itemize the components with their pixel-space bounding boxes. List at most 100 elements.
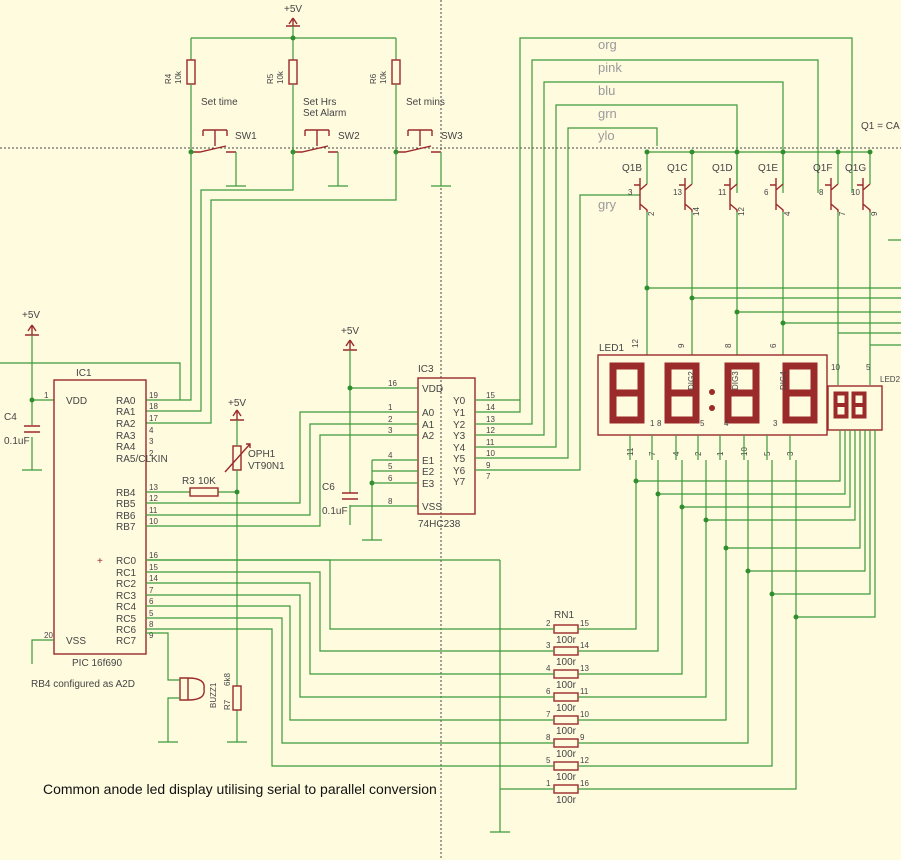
ic1-pin-name: RC6 <box>116 625 136 636</box>
r3-value: 10K <box>198 476 216 487</box>
rn-left-pin: 7 <box>546 710 551 719</box>
wire-label-gry: gry <box>598 197 617 212</box>
transistor-emit-pin: 4 <box>783 211 792 216</box>
wire-labels: org pink blu grn ylo gry Q1 = CA <box>598 37 900 212</box>
ic1-pin-num: 13 <box>149 483 158 492</box>
vcc-ic1-label: +5V <box>22 310 40 321</box>
transistor-symbol <box>825 178 839 212</box>
oph1-label: OPH1 <box>248 449 276 460</box>
led-segment <box>851 391 856 406</box>
ic3-pin-num: 13 <box>486 415 495 424</box>
led1-label: LED1 <box>599 343 624 354</box>
ic3-pin-name: E2 <box>422 467 435 478</box>
digit-buses <box>644 212 901 385</box>
rn-right-pin: 9 <box>580 733 585 742</box>
ic1-pins-right: RA019RA118RA217RA34RA43RA5/CLKIN2RB413RB… <box>116 391 168 647</box>
transistor-label: Q1F <box>813 163 832 174</box>
rn-value: 100r <box>556 795 577 806</box>
led1-inner-pin: 8 <box>657 419 662 428</box>
ic3-pin-name: Y3 <box>453 431 466 442</box>
rn-value: 100r <box>556 726 577 737</box>
buzz1-label: BUZZ1 <box>209 682 218 708</box>
ic1-pin-num: 15 <box>149 563 158 572</box>
ic1-pin-name: RA3 <box>116 431 136 442</box>
rn1-label: RN1 <box>554 610 574 621</box>
c4-label: C4 <box>4 412 17 423</box>
caption: Common anode led display utilising seria… <box>43 781 437 797</box>
ic3-section: +5V C6 0.1uF IC3 74HC238 VDD16A01A12A23E… <box>146 37 853 541</box>
wire-label-grn: grn <box>598 106 617 121</box>
r5-label: R5 <box>266 73 275 84</box>
ic1-pin-name: RA0 <box>116 396 136 407</box>
led1-inner-pin: 4 <box>724 419 729 428</box>
led1-top-pin: 9 <box>677 343 686 348</box>
transistor-symbol <box>679 178 693 212</box>
transistor-symbol <box>724 178 738 212</box>
ic3-pin-name: Y6 <box>453 466 466 477</box>
ic3-pin-name: A2 <box>422 431 435 442</box>
rn-right-pin: 11 <box>580 687 589 696</box>
ic3-pin-num: 14 <box>486 403 495 412</box>
led-segment <box>724 392 732 424</box>
rn-left-pin: 5 <box>546 756 551 765</box>
r4-value: 10k <box>174 70 183 84</box>
rn-resistor <box>553 784 579 794</box>
ic1-pin-num: 6 <box>149 597 154 606</box>
rn-value: 100r <box>556 703 577 714</box>
ic3-pin-num: 7 <box>486 472 491 481</box>
c6-label: C6 <box>322 482 335 493</box>
rn-left-pin: 1 <box>546 779 551 788</box>
led2-digits <box>833 391 867 419</box>
led1-top-pin: 8 <box>724 343 733 348</box>
rn-value: 100r <box>556 749 577 760</box>
q1-note: Q1 = CA <box>861 121 900 132</box>
rn-resistor <box>553 624 579 634</box>
rn-value: 100r <box>556 680 577 691</box>
ic1-section: +5V C4 0.1uF IC1 PIC 16f690 RB4 configur… <box>0 310 181 690</box>
ic1-pin-name: RC0 <box>116 556 136 567</box>
set-time-label: Set time <box>201 97 238 108</box>
wire-label-ylo: ylo <box>598 128 615 143</box>
transistor-label: Q1C <box>667 163 688 174</box>
transistor-symbol <box>634 178 648 212</box>
rn-resistor <box>553 738 579 748</box>
ic1-pin-num: 7 <box>149 586 154 595</box>
ic3-label: IC3 <box>418 364 434 375</box>
led-segment <box>752 392 760 424</box>
rn-resistor <box>553 692 579 702</box>
ic3-pin-num: 2 <box>388 415 393 424</box>
ic1-pin-num: 16 <box>149 551 158 560</box>
transistor-base-pin: 11 <box>718 188 727 197</box>
led-segment <box>862 391 867 406</box>
led-segment <box>862 404 867 419</box>
ic1-pin-name: RC7 <box>116 636 136 647</box>
transistor-emit-pin: 14 <box>692 207 701 216</box>
ic3-pin-name: VDD <box>422 384 443 395</box>
rn-resistor <box>553 715 579 725</box>
transistor-emit-pin: 12 <box>737 207 746 216</box>
rn-right-pin: 15 <box>580 619 589 628</box>
ic3-pin-num: 15 <box>486 391 495 400</box>
sw3-switch <box>396 129 451 187</box>
transistor-symbol <box>857 178 871 212</box>
transistor-label: Q1E <box>758 163 778 174</box>
transistor-emit-pin: 7 <box>838 211 847 216</box>
ic1-pin-name: RA1 <box>116 407 136 418</box>
ic3-pin-num: 1 <box>388 403 393 412</box>
led1-inner-pin: 3 <box>773 419 778 428</box>
ic1-note: RB4 configured as A2D <box>31 679 135 690</box>
transistor-label: Q1B <box>622 163 642 174</box>
rn-right-pin: 14 <box>580 641 589 650</box>
ic1-pin-name: RC3 <box>116 591 136 602</box>
ic3-pin-num: 4 <box>388 451 393 460</box>
led-segment <box>833 404 838 419</box>
transistor-symbol <box>770 178 784 212</box>
ic3-pin-num: 8 <box>388 497 393 506</box>
transistor-emit-pin: 9 <box>870 211 879 216</box>
